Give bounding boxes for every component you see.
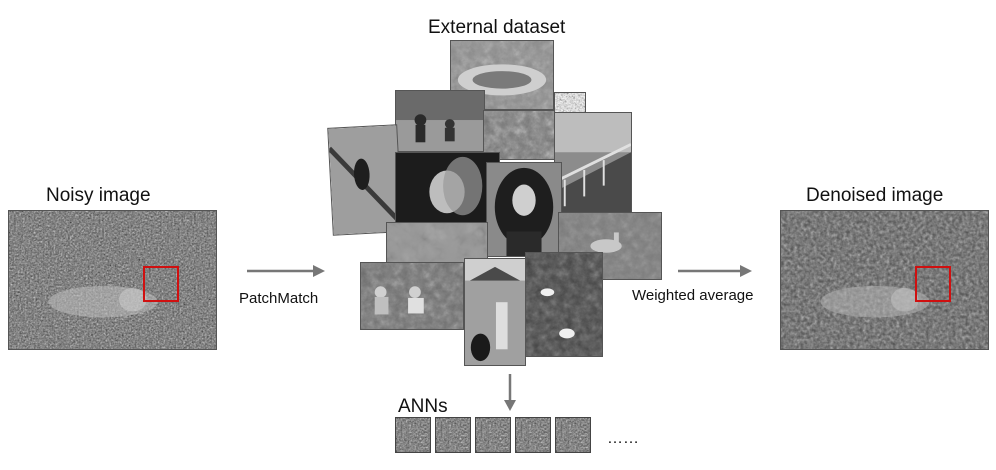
denoised-image-highlight-box bbox=[915, 266, 951, 302]
dataset-photo-people bbox=[395, 90, 485, 152]
ann-patch bbox=[395, 417, 431, 453]
dataset-photo-woman-smiling bbox=[395, 152, 500, 224]
anns-label: ANNs bbox=[398, 396, 448, 417]
ann-patch bbox=[515, 417, 551, 453]
noisy-image-title: Noisy image bbox=[46, 185, 151, 206]
noisy-image bbox=[8, 210, 217, 350]
dataset-photo-bridge bbox=[554, 112, 632, 220]
weighted-average-arrow bbox=[678, 265, 752, 277]
dataset-photo-flowers bbox=[483, 110, 555, 160]
external-dataset-collage bbox=[320, 40, 665, 370]
patchmatch-label: PatchMatch bbox=[239, 290, 319, 307]
ann-patch bbox=[555, 417, 591, 453]
ann-patch bbox=[475, 417, 511, 453]
ann-arrow bbox=[504, 374, 516, 411]
dataset-photo-egrets bbox=[525, 252, 603, 357]
ann-ellipsis: …… bbox=[607, 430, 639, 447]
patchmatch-arrow bbox=[247, 265, 325, 277]
dataset-photo-woman-curly bbox=[486, 162, 562, 257]
dataset-photo-kids bbox=[360, 262, 464, 330]
dataset-photo-bird bbox=[327, 124, 403, 236]
external-dataset-title: External dataset bbox=[428, 17, 566, 38]
ann-patch bbox=[435, 417, 471, 453]
denoised-image-title: Denoised image bbox=[806, 185, 944, 206]
denoised-image bbox=[780, 210, 989, 350]
dataset-photo-stadium bbox=[450, 40, 554, 110]
noisy-image-highlight-box bbox=[143, 266, 179, 302]
dataset-photo-temple bbox=[464, 258, 526, 366]
dataset-photo-texture bbox=[554, 92, 586, 114]
weighted-average-label: Weighted average bbox=[632, 287, 754, 304]
